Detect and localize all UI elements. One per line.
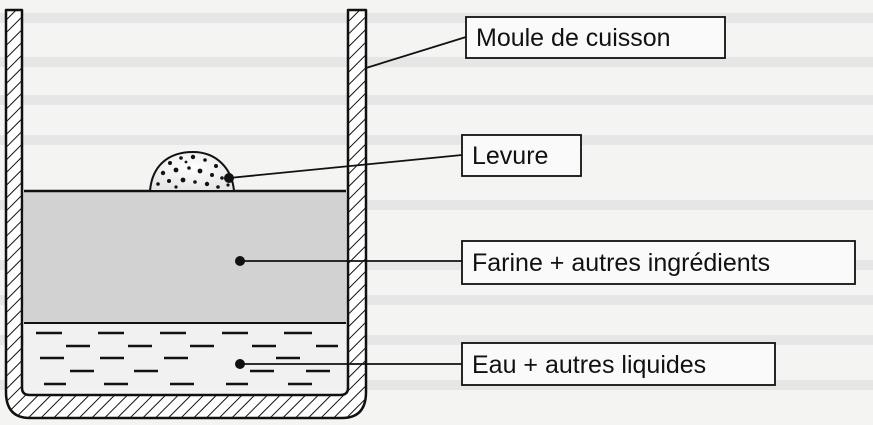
label-water: Eau + autres liquides (461, 342, 776, 386)
water-dashes (36, 331, 338, 386)
yeast-mound (148, 150, 236, 192)
label-water-text: Eau + autres liquides (472, 351, 706, 379)
label-yeast: Levure (461, 134, 582, 177)
leader-lines (228, 36, 467, 365)
water-marker-dot (235, 359, 245, 369)
label-mold-text: Moule de cuisson (476, 24, 671, 52)
yeast-leader (228, 154, 463, 179)
flour-marker-dot (235, 256, 245, 266)
label-flour: Farine + autres ingrédients (461, 240, 856, 285)
label-mold: Moule de cuisson (465, 16, 726, 59)
label-flour-text: Farine + autres ingrédients (472, 249, 770, 277)
flour-layer (24, 191, 346, 323)
label-yeast-text: Levure (472, 142, 548, 170)
baking-mold (4, 8, 368, 420)
mold-leader (365, 36, 467, 69)
yeast-marker-dot (224, 173, 234, 183)
